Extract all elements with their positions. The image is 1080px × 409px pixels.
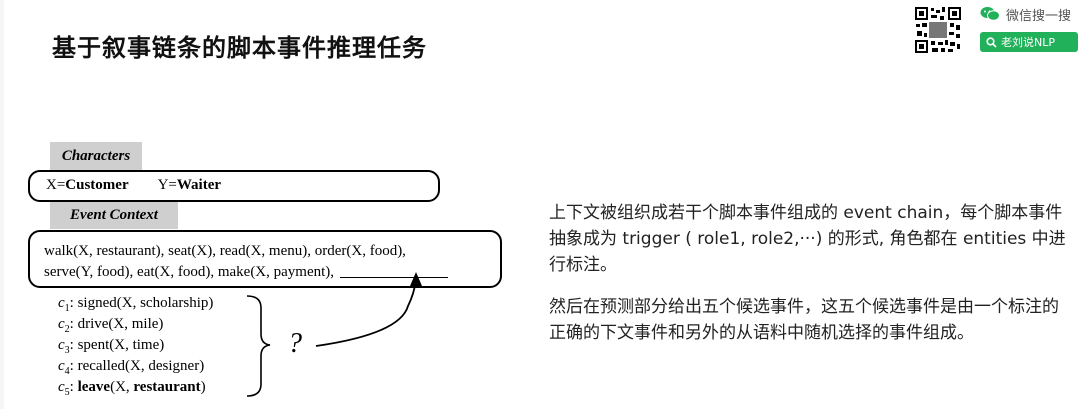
figure-annotations xyxy=(246,272,422,397)
candidate-4: c4: recalled(X, designer) xyxy=(58,358,205,377)
wechat-search-header: 微信搜一搜 xyxy=(980,5,1072,24)
qr-code-icon xyxy=(914,6,962,54)
candidate-1: c1: signed(X, scholarship) xyxy=(58,295,214,314)
description-paragraph-2: 然后在预测部分给出五个候选事件，这五个候选事件是由一个标注的正确的下文事件和另外… xyxy=(549,297,1059,343)
question-mark: ? xyxy=(288,328,302,359)
answer-blank xyxy=(340,277,449,278)
event-context-box xyxy=(28,230,502,288)
candidate-5: c5: leave(X, restaurant) xyxy=(58,379,206,398)
wechat-icon xyxy=(980,7,1000,21)
arrow-head-icon xyxy=(410,272,422,286)
characters-box xyxy=(28,170,440,202)
right-brace-icon xyxy=(246,295,271,397)
context-line-2: serve(Y, food), eat(X, food), make(X, pa… xyxy=(44,262,449,283)
candidate-3: c3: spent(X, time) xyxy=(58,337,165,356)
candidate-2: c2: drive(X, mile) xyxy=(58,316,164,335)
y-role: Waiter xyxy=(176,177,222,193)
x-prefix: X= xyxy=(46,177,66,193)
characters-line: X=Customer Y=Waiter xyxy=(46,177,221,194)
characters-label: Characters xyxy=(50,142,142,170)
search-query-label: 老刘说NLP xyxy=(1001,36,1055,49)
wechat-search-label: 微信搜一搜 xyxy=(1006,8,1072,24)
x-role: Customer xyxy=(65,177,129,193)
context-line-1: walk(X, restaurant), seat(X), read(X, me… xyxy=(44,243,406,259)
event-context-label: Event Context xyxy=(50,202,178,229)
search-icon xyxy=(986,36,997,48)
slide-title: 基于叙事链条的脚本事件推理任务 xyxy=(52,34,427,62)
slide: 基于叙事链条的脚本事件推理任务 微信搜一搜 老刘说NLP Characters xyxy=(4,0,1080,409)
arrow-curve-icon xyxy=(315,279,417,347)
event-context-text: walk(X, restaurant), seat(X), read(X, me… xyxy=(44,241,449,283)
search-button[interactable]: 老刘说NLP xyxy=(980,32,1078,52)
y-prefix: Y= xyxy=(157,177,177,193)
description-paragraph-1: 上下文被组织成若干个脚本事件组成的 event chain，每个脚本事件抽象成为… xyxy=(549,203,1066,275)
